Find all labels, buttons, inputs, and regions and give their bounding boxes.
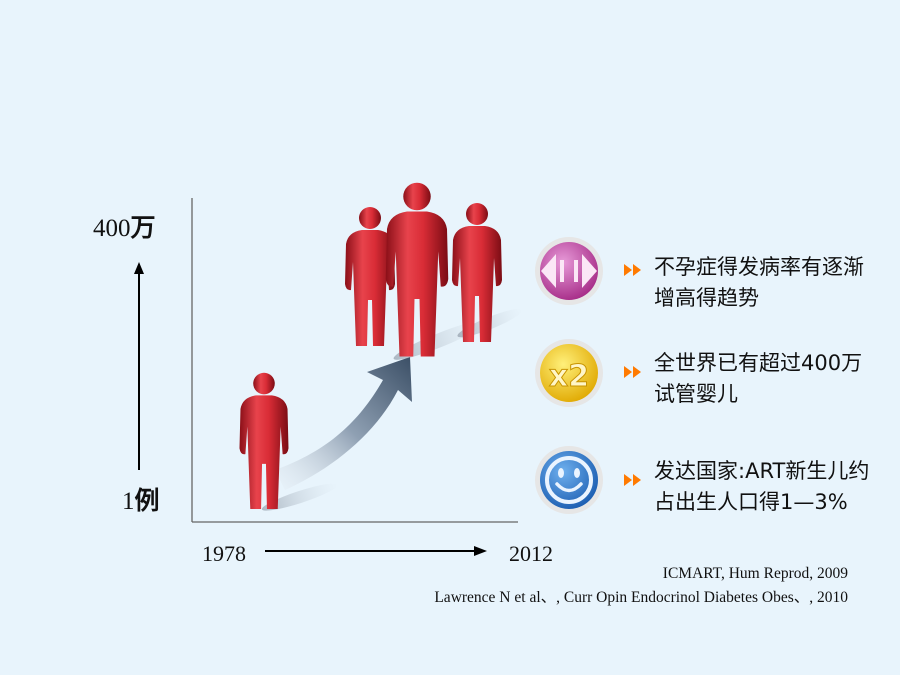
bullet-arrow-3 — [624, 474, 641, 486]
bullet-arrow-1 — [624, 264, 641, 276]
crowd-person-center — [385, 182, 449, 357]
growth-curve-arrow — [275, 357, 412, 490]
vertical-up-arrow — [134, 262, 144, 470]
x-axis-start-label: 1978 — [202, 541, 246, 566]
fact-art-birth-share: 发达国家:ART新生儿约占出生人口得1—3% — [654, 459, 870, 514]
y-axis-bottom-label: 1例 — [122, 486, 160, 515]
fact-infertility-trend: 不孕症得发病率有逐渐增高得趋势 — [654, 255, 864, 310]
single-person-figure — [239, 372, 289, 509]
bullet-arrow-2 — [624, 366, 641, 378]
reference-lawrence: Lawrence N et al、, Curr Opin Endocrinol … — [434, 589, 848, 606]
smiley-face-icon — [535, 446, 603, 514]
x-axis-end-label: 2012 — [509, 541, 553, 566]
chart-axes — [191, 198, 518, 523]
expand-arrows-icon — [535, 237, 603, 305]
horizontal-right-arrow — [265, 546, 487, 556]
times-two-icon: x2 — [535, 339, 603, 407]
reference-icmart: ICMART, Hum Reprod, 2009 — [662, 565, 848, 582]
times-two-icon-text: x2 — [549, 359, 589, 394]
fact-ivf-babies: 全世界已有超过400万试管婴儿 — [654, 351, 863, 406]
y-axis-top-label: 400万 — [93, 213, 156, 242]
